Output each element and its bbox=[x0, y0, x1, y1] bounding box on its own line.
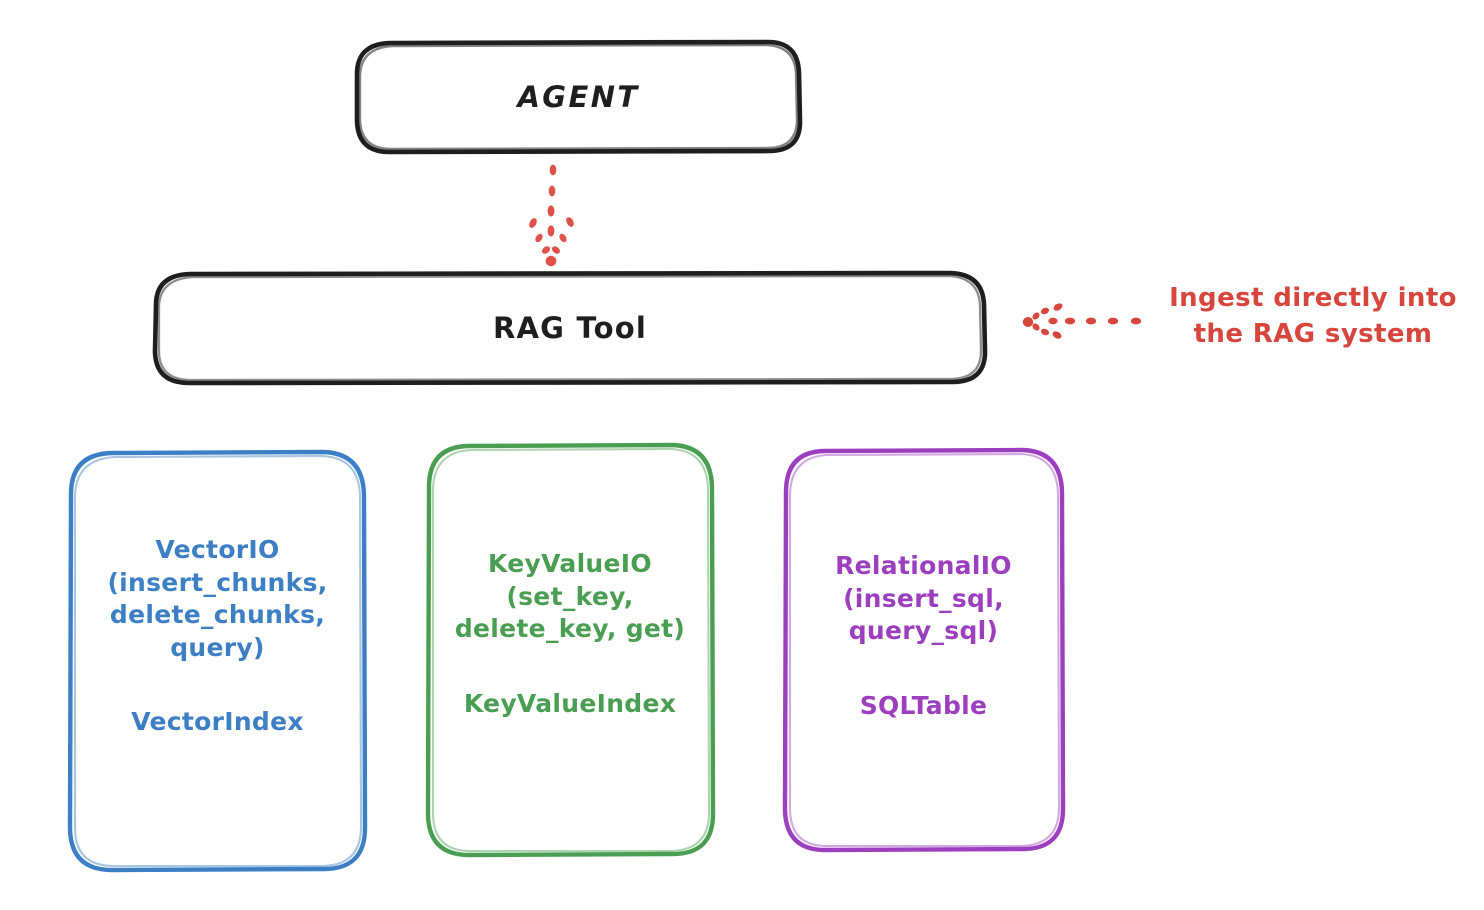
vector-io-api-label: VectorIO (insert_chunks, delete_chunks, … bbox=[107, 535, 328, 662]
agent-to-rag-dotted-arrow bbox=[529, 164, 574, 267]
agent-node-label: AGENT bbox=[517, 79, 640, 114]
relational-io-node-text: RelationalIO (insert_sql, query_sql) SQL… bbox=[785, 550, 1062, 722]
rag-tool-node-label: RAG Tool bbox=[493, 310, 647, 345]
vector-io-node-text: VectorIO (insert_chunks, delete_chunks, … bbox=[70, 534, 365, 739]
ingest-annotation-label: Ingest directly into the RAG system bbox=[1169, 283, 1457, 349]
vector-io-index-label: VectorIndex bbox=[131, 707, 304, 736]
relational-io-api-label: RelationalIO (insert_sql, query_sql) bbox=[835, 551, 1012, 645]
ingest-note-dotted-arrow bbox=[1022, 303, 1142, 339]
key-value-io-node-text: KeyValueIO (set_key, delete_key, get) Ke… bbox=[428, 548, 712, 720]
key-value-io-index-label: KeyValueIndex bbox=[463, 688, 677, 718]
relational-io-index-label: SQLTable bbox=[859, 690, 988, 720]
key-value-io-api-label: KeyValueIO (set_key, delete_key, get) bbox=[454, 549, 686, 643]
